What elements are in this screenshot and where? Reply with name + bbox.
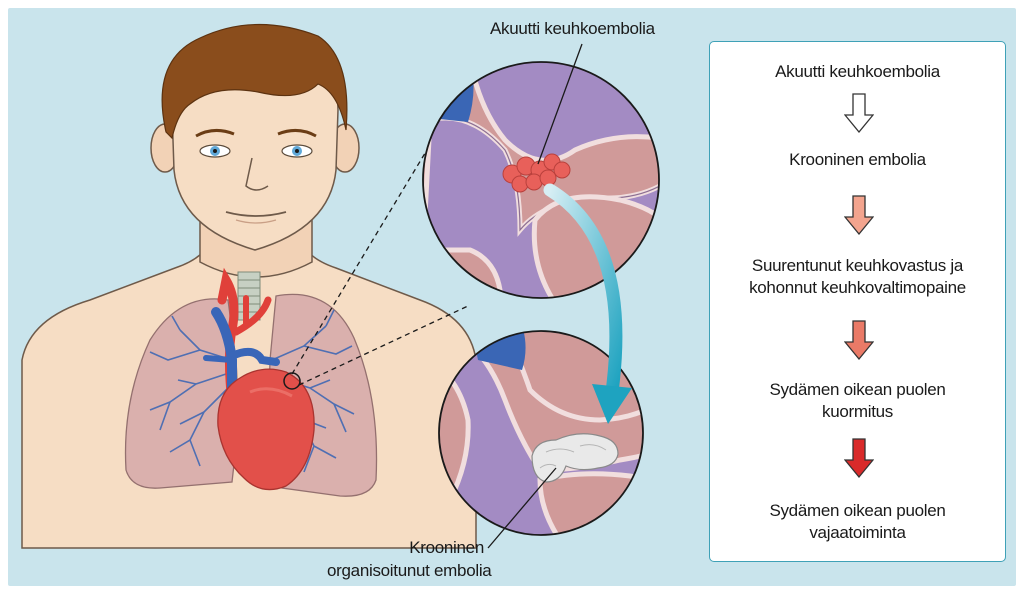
chronic-embolism-label-line1: Krooninen xyxy=(409,538,484,557)
flow-step-3: Suurentunut keuhkovastus ja kohonnut keu… xyxy=(710,255,1005,299)
flow-step-1-text: Akuutti keuhkoembolia xyxy=(710,61,1005,83)
flow-step-1: Akuutti keuhkoembolia xyxy=(710,61,1005,83)
flow-step-2: Krooninen embolia xyxy=(710,149,1005,171)
flow-step-5: Sydämen oikean puolen vajaatoiminta xyxy=(710,500,1005,544)
flow-arrow-3 xyxy=(844,320,874,360)
flow-step-4-line2: kuormitus xyxy=(710,401,1005,423)
flow-step-5-line1: Sydämen oikean puolen xyxy=(710,500,1005,522)
chronic-embolism-label-line2: organisoitunut embolia xyxy=(327,561,491,581)
flow-step-2-text: Krooninen embolia xyxy=(710,149,1005,171)
flow-arrow-4 xyxy=(844,438,874,478)
flow-arrow-1 xyxy=(844,93,874,133)
flow-step-3-line1: Suurentunut keuhkovastus ja xyxy=(710,255,1005,277)
flow-step-4: Sydämen oikean puolen kuormitus xyxy=(710,379,1005,423)
flow-arrow-2 xyxy=(844,195,874,235)
chronic-embolism-label: Krooninen xyxy=(372,538,484,558)
flow-step-5-line2: vajaatoiminta xyxy=(710,522,1005,544)
pathophysiology-flowchart: Akuutti keuhkoembolia Krooninen embolia … xyxy=(709,41,1006,562)
flow-step-4-line1: Sydämen oikean puolen xyxy=(710,379,1005,401)
flow-step-3-line2: kohonnut keuhkovaltimopaine xyxy=(710,277,1005,299)
acute-embolism-label: Akuutti keuhkoembolia xyxy=(490,19,655,39)
